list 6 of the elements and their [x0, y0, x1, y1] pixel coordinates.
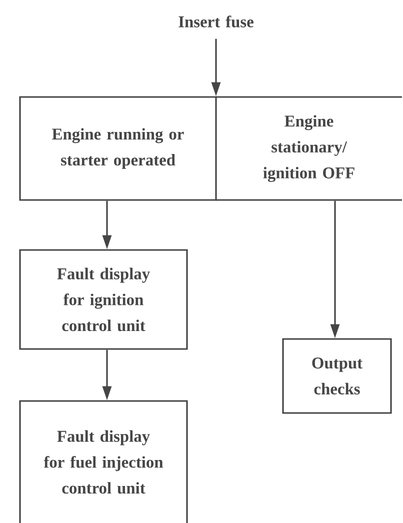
process-box: Fault display for fuel injection control unit: [19, 400, 188, 523]
process-box: Output checks: [282, 338, 392, 414]
process-box: Engine stationary/ ignition OFF: [215, 96, 403, 201]
process-box: Fault display for ignition control unit: [19, 249, 188, 350]
heading-text: Insert fuse: [178, 16, 254, 28]
process-box: Engine running or starter operated: [19, 96, 217, 201]
